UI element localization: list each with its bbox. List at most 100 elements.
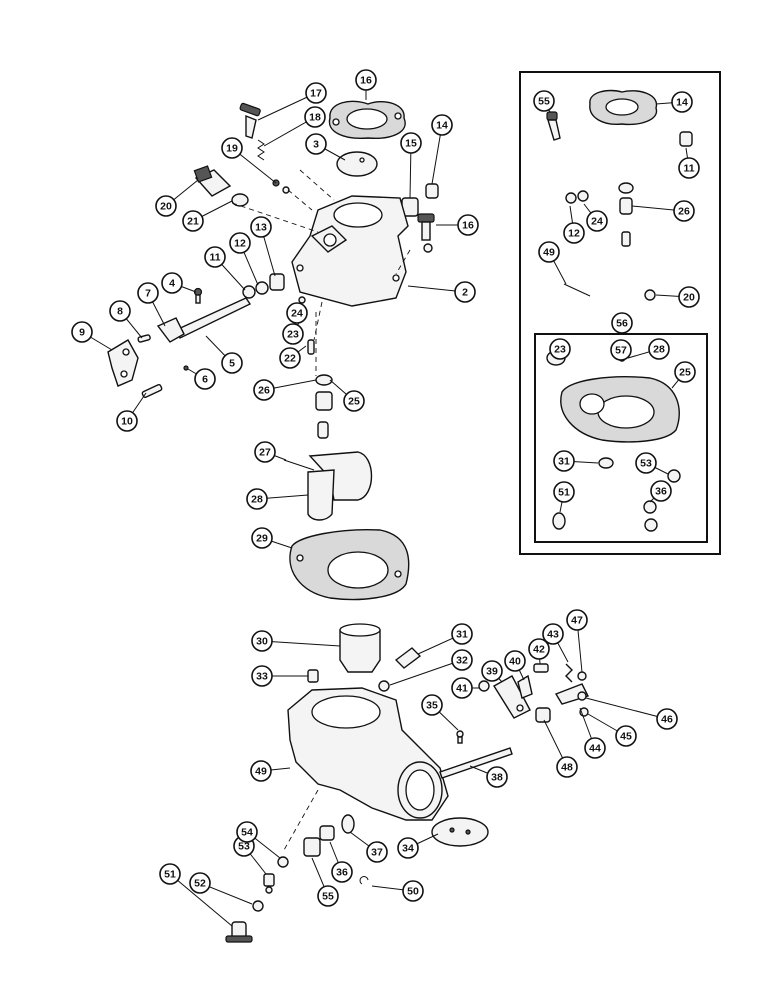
callout-circle	[457, 214, 479, 236]
callout-circle	[566, 609, 588, 631]
plug-47	[535, 707, 551, 723]
kit-washer-53	[643, 500, 657, 514]
callout-circle	[648, 338, 670, 360]
callout-circle	[400, 132, 422, 154]
callout-circle	[254, 441, 276, 463]
part-23	[298, 296, 306, 304]
part-callout: 7	[137, 282, 159, 304]
part-callout: 19	[221, 137, 243, 159]
callout-circle	[189, 872, 211, 894]
part-callout: 37	[366, 841, 388, 863]
callout-label: 54	[241, 827, 253, 839]
callout-circle	[650, 480, 672, 502]
part-callout: 12	[563, 222, 585, 244]
part-callout: 24	[586, 210, 608, 232]
callout-circle	[671, 91, 693, 113]
part-callout: 26	[673, 200, 695, 222]
callout-circle	[343, 390, 365, 412]
screw-41	[533, 663, 549, 673]
part-callout: 16	[355, 69, 377, 91]
kit-bushing-14	[679, 131, 693, 147]
kit-callout: 56	[611, 312, 633, 334]
spring-17	[257, 139, 265, 161]
assembly-guide-line	[299, 169, 335, 201]
part-callout: 14	[671, 91, 693, 113]
part-callout: 28	[648, 338, 670, 360]
kit-pin-26	[563, 283, 591, 297]
callout-label: 12	[568, 228, 580, 240]
callout-circle	[656, 708, 678, 730]
callout-label: 51	[164, 869, 176, 881]
callout-label: 27	[259, 447, 271, 459]
lever-43	[554, 683, 589, 705]
callout-label: 14	[676, 97, 688, 109]
callout-label: 5	[229, 358, 235, 370]
callout-circle	[305, 82, 327, 104]
callout-label: 20	[683, 292, 695, 304]
nut-46	[577, 671, 587, 681]
part-callout: 25	[343, 390, 365, 412]
part-callout: 21	[182, 210, 204, 232]
callout-circle	[454, 281, 476, 303]
leader-line	[169, 873, 233, 927]
part-callout: 42	[528, 638, 550, 660]
part-callout: 33	[251, 665, 273, 687]
callout-label: 44	[589, 743, 601, 755]
callout-label: 53	[238, 841, 250, 853]
kit-gasket-28	[560, 376, 680, 443]
callout-circle	[528, 638, 550, 660]
pin-6	[183, 365, 189, 371]
callout-circle	[542, 623, 564, 645]
callout-label: 8	[117, 306, 123, 318]
part-callout: 53	[635, 452, 657, 474]
part-callout: 44	[584, 737, 606, 759]
callout-circle	[553, 450, 575, 472]
kit-washer-31	[667, 469, 681, 483]
part-callout: 39	[481, 660, 503, 682]
assembly-guide-line	[395, 249, 411, 275]
callout-label: 53	[640, 458, 652, 470]
callout-label: 15	[405, 138, 417, 150]
kit-gasket-55	[589, 89, 658, 126]
part-callout: 43	[542, 623, 564, 645]
callout-label: 37	[371, 847, 383, 859]
kit-washer-51	[644, 518, 658, 532]
callout-circle	[584, 737, 606, 759]
part-callout: 5	[221, 352, 243, 374]
callout-label: 52	[194, 878, 206, 890]
callout-label: 11	[209, 252, 220, 264]
part-callout: 2	[454, 281, 476, 303]
part-callout: 9	[71, 321, 93, 343]
disc-3	[336, 151, 378, 177]
part-callout: 47	[566, 609, 588, 631]
part-callout: 4	[161, 272, 183, 294]
callout-circle	[402, 880, 424, 902]
jet-52	[263, 873, 275, 894]
callout-circle	[678, 157, 700, 179]
callout-circle	[610, 339, 632, 361]
callout-circle	[331, 861, 353, 883]
float-27	[307, 451, 373, 521]
part-callout: 50	[402, 880, 424, 902]
part-callout: 31	[451, 623, 473, 645]
callout-circle	[279, 347, 301, 369]
top-gasket	[328, 100, 406, 139]
screw-16	[239, 102, 261, 139]
callout-circle	[221, 137, 243, 159]
part-callout: 38	[486, 766, 508, 788]
washer-51	[252, 900, 264, 912]
callout-label: 50	[407, 886, 419, 898]
part-callout: 17	[305, 82, 327, 104]
part-callout: 36	[650, 480, 672, 502]
callout-circle	[451, 623, 473, 645]
callout-circle	[563, 222, 585, 244]
callout-label: 22	[284, 353, 296, 365]
callout-label: 46	[661, 714, 673, 726]
callout-label: 36	[655, 486, 667, 498]
callout-label: 25	[679, 367, 691, 379]
callout-circle	[251, 527, 273, 549]
main-jet-30	[394, 647, 422, 669]
part-callout: 51	[553, 481, 575, 503]
callout-label: 42	[533, 644, 545, 656]
washer-36	[341, 814, 355, 834]
